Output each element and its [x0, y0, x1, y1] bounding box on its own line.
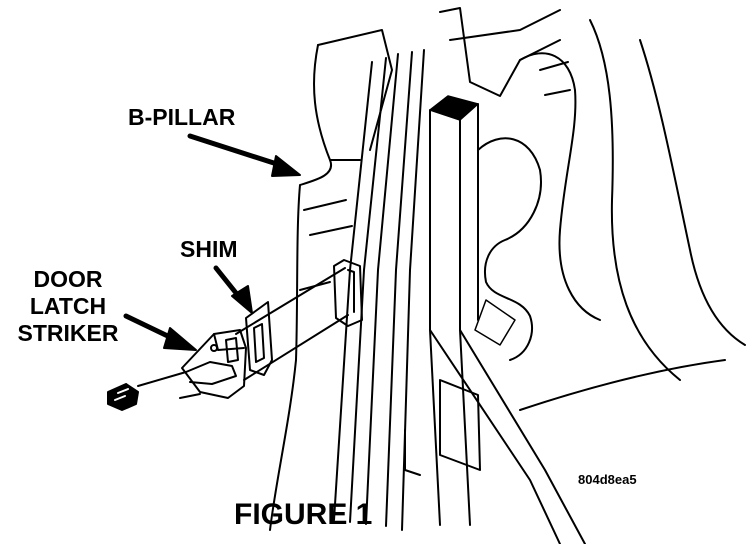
striker-label-line-3: STRIKER: [17, 320, 119, 346]
striker-leader-arrow: [123, 313, 197, 351]
door-latch-striker: [181, 329, 247, 399]
pillar-slot: [333, 259, 363, 327]
shim-plate: [245, 301, 273, 376]
striker-label-line-2: LATCH: [29, 293, 107, 319]
door-opening-channel: [333, 49, 425, 531]
shim-label: SHIM: [180, 236, 238, 262]
striker-screw: [107, 383, 139, 411]
b-pillar-leader-arrow: [187, 133, 301, 177]
b-pillar-panel: [269, 29, 393, 531]
shim-leader-arrow: [213, 265, 253, 314]
figure-caption: FIGURE 1: [234, 498, 373, 531]
pillar-reinforcement-tube: [429, 95, 586, 544]
door-latch-striker-label: DOOR LATCH STRIKER: [10, 268, 126, 345]
alignment-lines: [137, 267, 349, 399]
b-pillar-label: B-PILLAR: [128, 104, 236, 130]
inner-body-structure: [404, 7, 746, 476]
striker-label-line-1: DOOR: [33, 266, 103, 292]
image-code: 804d8ea5: [578, 472, 637, 487]
